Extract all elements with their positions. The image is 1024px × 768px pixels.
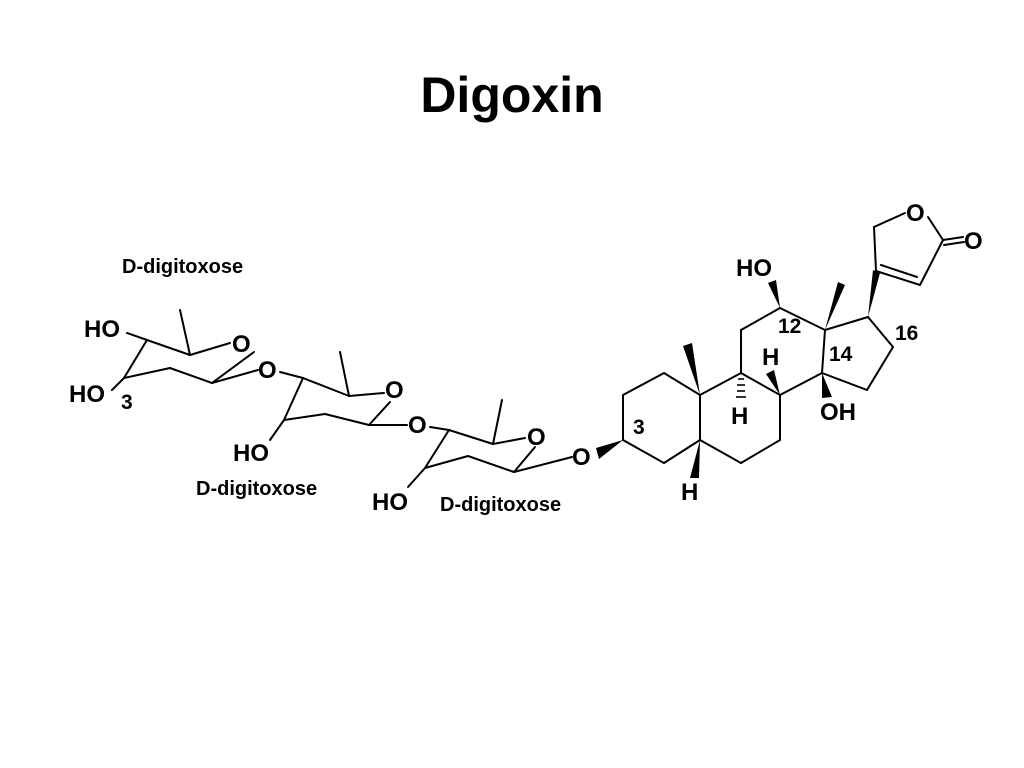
c12-hydroxyl-label: HO	[736, 255, 772, 282]
sugar2-ring-oxygen-label: O	[385, 377, 404, 404]
sugar2-ho-label: HO	[233, 440, 269, 467]
c14-locant: 14	[829, 343, 853, 366]
sugar-label-middle: D-digitoxose	[196, 478, 317, 500]
sugar-ring-2	[269, 351, 408, 441]
sugar-ring-1	[111, 309, 259, 391]
sugar1-ho-lower-label: HO	[69, 381, 105, 408]
steroid-ring-b	[683, 343, 781, 478]
sugar-label-proximal: D-digitoxose	[440, 494, 561, 516]
steroid-c3-locant: 3	[633, 416, 645, 439]
c12-locant: 12	[778, 315, 801, 338]
carbonyl-oxygen-label: O	[964, 228, 983, 255]
c9-hydrogen-label: H	[731, 403, 748, 430]
glycosidic-oxygen-1-label: O	[258, 357, 277, 384]
glycosidic-oxygen-2-label: O	[408, 412, 427, 439]
sugar3-ring-oxygen-label: O	[527, 424, 546, 451]
sugar-ring-3	[407, 399, 573, 488]
sugar3-ho-label: HO	[372, 489, 408, 516]
sugar-c3-locant: 3	[121, 391, 133, 414]
c8-hydrogen-label: H	[762, 344, 779, 371]
slide-title: Digoxin	[420, 67, 604, 123]
steroid-ring-c	[740, 280, 845, 398]
c5-hydrogen-label: H	[681, 479, 698, 506]
lactone-ring-oxygen-label: O	[906, 200, 925, 227]
glycosidic-oxygen-3-label: O	[572, 444, 591, 471]
sugar1-ho-upper-label: HO	[84, 316, 120, 343]
sugar1-ring-oxygen-label: O	[232, 331, 251, 358]
c16-locant: 16	[895, 322, 918, 345]
butenolide-ring	[873, 212, 965, 286]
c14-hydroxyl-label: OH	[820, 399, 856, 426]
steroid-ring-a	[596, 372, 701, 464]
steroid-ring-d	[821, 270, 894, 391]
sugar-label-terminal: D-digitoxose	[122, 256, 243, 278]
